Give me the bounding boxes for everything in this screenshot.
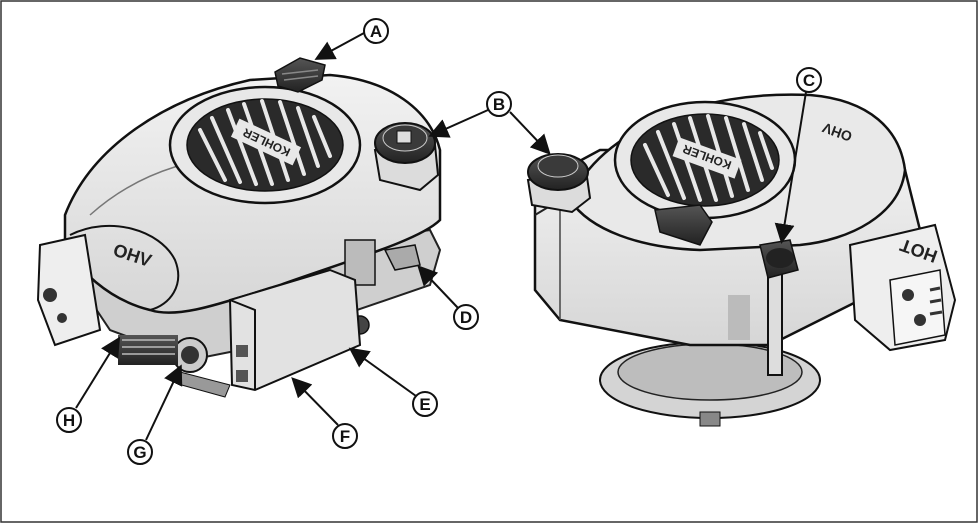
svg-text:D: D bbox=[460, 308, 472, 327]
left-engine: OHV KOHLER bbox=[36, 57, 442, 398]
callout-h: H bbox=[56, 336, 121, 433]
callout-d: D bbox=[417, 265, 479, 330]
right-muffler: HOT bbox=[848, 223, 957, 352]
svg-text:G: G bbox=[133, 443, 146, 462]
callout-c: C bbox=[774, 67, 822, 244]
left-fan-grille: KOHLER bbox=[168, 85, 362, 205]
svg-text:C: C bbox=[803, 71, 815, 90]
right-engine: OHV KOHLER bbox=[526, 93, 957, 427]
right-starter-handle bbox=[654, 204, 713, 246]
left-air-filter bbox=[228, 268, 362, 392]
svg-text:B: B bbox=[493, 95, 505, 114]
svg-text:F: F bbox=[340, 427, 350, 446]
left-muffler bbox=[36, 233, 178, 365]
callout-a: A bbox=[314, 18, 389, 60]
right-fuel-cap bbox=[526, 153, 592, 214]
callout-f: F bbox=[291, 377, 358, 449]
svg-text:A: A bbox=[370, 22, 382, 41]
right-fan-grille: KOHLER bbox=[613, 100, 797, 220]
left-oil-cap bbox=[373, 122, 440, 192]
left-starter-handle bbox=[274, 57, 326, 93]
svg-text:E: E bbox=[419, 395, 430, 414]
right-label-plate bbox=[728, 295, 750, 340]
callout-b: B bbox=[428, 91, 551, 155]
callout-e: E bbox=[348, 347, 438, 417]
callout-g: G bbox=[127, 364, 183, 465]
right-dipstick bbox=[759, 239, 799, 376]
right-engine-base bbox=[599, 341, 821, 427]
svg-text:H: H bbox=[63, 411, 75, 430]
left-oil-plug bbox=[172, 337, 231, 398]
